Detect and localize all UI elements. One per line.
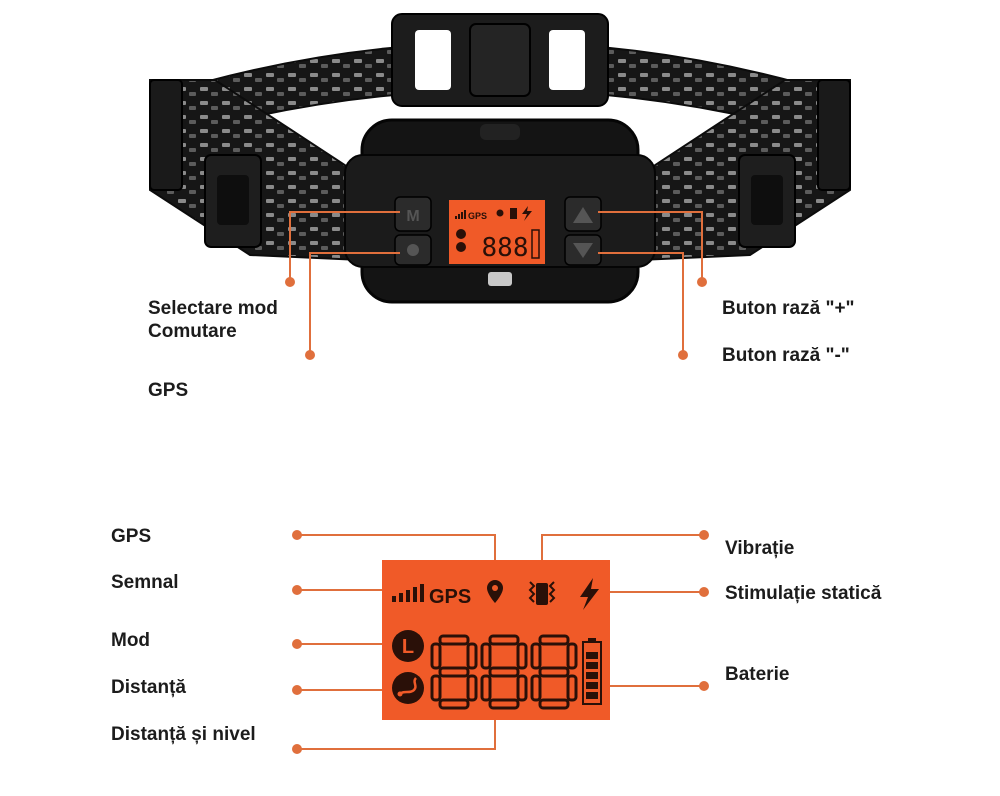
dog-collar-image: M GPS 888 — [149, 13, 851, 304]
mode-L-icon: L — [392, 630, 424, 662]
digit-3-segment-7 — [538, 698, 570, 710]
digit-2-segment-4 — [488, 666, 520, 678]
digit-3-segment-5 — [530, 674, 542, 702]
distance-route-icon — [392, 672, 424, 704]
vibration-icon — [528, 581, 556, 605]
signal-bars-icon — [392, 584, 424, 602]
digit-1-segment-4 — [438, 666, 470, 678]
digit-3-segment-3 — [566, 642, 578, 670]
label-gps-button: GPS — [148, 380, 189, 401]
label-screen-mode: Mod — [111, 630, 151, 651]
collar-strap-left — [149, 79, 361, 262]
digit-3-segment-6 — [566, 674, 578, 702]
label-mode-switch: Selectare mod Comutare — [148, 297, 278, 343]
digit-2-segment-7 — [488, 698, 520, 710]
digit-1-segment-6 — [466, 674, 478, 702]
digit-3-segment-4 — [538, 666, 570, 678]
label-screen-distance: Distanță — [111, 677, 186, 698]
digit-2-segment-6 — [516, 674, 528, 702]
battery-icon — [582, 638, 602, 705]
label-screen-static: Stimulație statică — [725, 583, 882, 604]
digit-1-segment-1 — [438, 634, 470, 646]
digit-2-segment-2 — [480, 642, 492, 670]
label-mode-switch-line2: Comutare — [148, 321, 237, 342]
label-screen-vibration: Vibrație — [725, 538, 795, 559]
svg-text:GPS: GPS — [468, 211, 487, 221]
digit-1-segment-3 — [466, 642, 478, 670]
button-range-minus[interactable] — [564, 234, 602, 266]
label-screen-gps: GPS — [111, 526, 152, 547]
label-screen-distance-level: Distanță și nivel — [111, 724, 256, 745]
label-screen-battery: Baterie — [725, 664, 790, 685]
button-gps[interactable] — [394, 234, 432, 266]
label-range-plus: Buton rază "+" — [722, 298, 855, 319]
digit-1-segment-5 — [430, 674, 442, 702]
digit-2-segment-5 — [480, 674, 492, 702]
label-screen-signal: Semnal — [111, 572, 179, 593]
digit-2-segment-1 — [488, 634, 520, 646]
leader-gps-button — [309, 252, 400, 355]
svg-text:M: M — [406, 208, 419, 225]
lightning-icon — [580, 578, 599, 610]
device-lcd-screen: GPS 888 — [449, 200, 545, 264]
digit-1-segment-2 — [430, 642, 442, 670]
digit-3-segment-2 — [530, 642, 542, 670]
button-range-plus[interactable] — [564, 196, 602, 232]
label-range-minus: Buton rază "-" — [722, 345, 850, 366]
lcd-detail-screen: GPS L 888 — [382, 560, 610, 720]
leader-range-plus — [598, 211, 703, 282]
svg-text:888: 888 — [482, 233, 529, 263]
collar-buckle — [391, 13, 609, 107]
leader-range-minus — [598, 252, 684, 355]
leader-mode-switch — [289, 211, 400, 282]
digit-3-segment-1 — [538, 634, 570, 646]
lcd-digits-888 — [430, 634, 578, 710]
svg-text:L: L — [402, 636, 414, 658]
digit-1-segment-7 — [438, 698, 470, 710]
button-mode-m[interactable]: M — [394, 196, 432, 232]
lcd-gps-text: GPS — [429, 586, 471, 608]
label-mode-switch-line1: Selectare mod — [148, 298, 278, 319]
digit-2-segment-3 — [516, 642, 528, 670]
location-pin-icon — [487, 580, 503, 603]
